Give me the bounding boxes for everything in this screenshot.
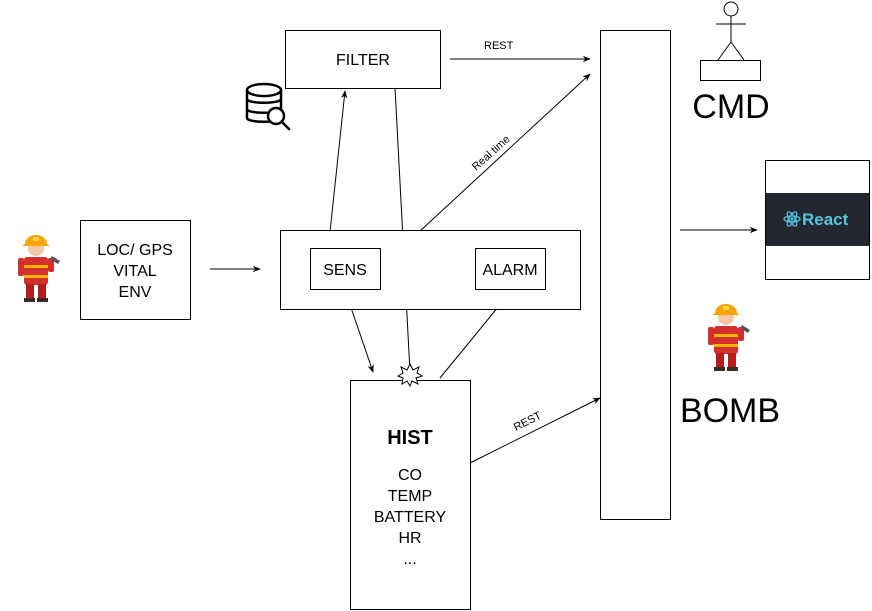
hist-line-5: ... — [403, 551, 416, 568]
input-line-3: ENV — [119, 284, 152, 301]
hist-line-2: TEMP — [388, 488, 432, 505]
filter-node — [285, 30, 441, 89]
sens-node — [310, 248, 381, 290]
input-line-1: LOC/ GPS — [97, 242, 173, 259]
react-logo — [783, 211, 801, 227]
input-node — [80, 220, 191, 320]
react-logo-bg — [766, 193, 869, 246]
hist-line-3: BATTERY — [374, 509, 447, 526]
bomb-label: BOMB — [680, 392, 780, 430]
explosion-icon — [396, 362, 424, 388]
hist-node — [350, 380, 471, 610]
bomb-bar — [600, 30, 671, 520]
firefighter-icon — [708, 304, 750, 371]
edge-sens-to-filter — [329, 90, 348, 233]
sens-label: SENS — [323, 262, 367, 279]
input-line-2: VITAL — [113, 263, 156, 280]
filter-label: FILTER — [336, 52, 390, 69]
edge-label-real-time: Real time — [470, 133, 513, 173]
cmd-label: CMD — [692, 88, 769, 126]
database-search-icon — [245, 82, 291, 131]
firefighter-icon — [18, 235, 60, 302]
edge-label-rest-top: REST — [484, 40, 514, 52]
react-logo-text: React — [802, 210, 849, 229]
hist-line-1: CO — [398, 467, 422, 484]
edge-label-rest-hist: REST — [512, 410, 544, 434]
stick-figure-icon — [700, 1, 761, 81]
alarm-node — [475, 248, 546, 290]
edge-hist-to-bomb-rest — [469, 397, 601, 464]
hist-title: HIST — [387, 427, 433, 449]
hist-line-4: HR — [398, 530, 421, 547]
alarm-label: ALARM — [482, 262, 537, 279]
